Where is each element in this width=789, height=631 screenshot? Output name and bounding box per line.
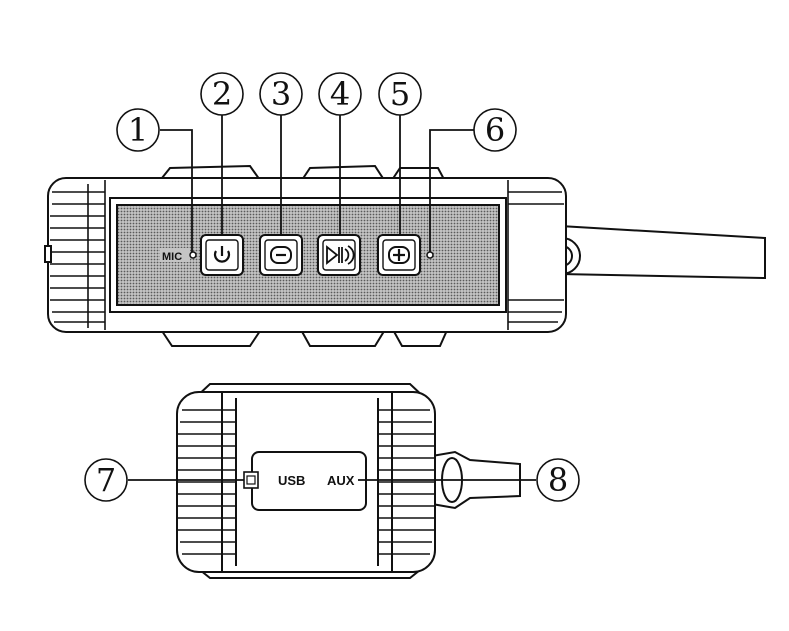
callout-2: 2 [201, 73, 243, 115]
mic-hole [190, 252, 196, 258]
svg-text:3: 3 [271, 75, 291, 113]
svg-text:8: 8 [548, 461, 568, 499]
svg-text:5: 5 [390, 75, 410, 113]
usb-label: USB [278, 473, 305, 488]
svg-text:6: 6 [485, 111, 505, 149]
volume-down-button[interactable] [260, 235, 302, 275]
play-pause-button[interactable] [318, 235, 360, 275]
plus-icon [389, 247, 409, 263]
callout-5: 5 [379, 73, 421, 115]
callout-8: 8 [537, 459, 579, 501]
callout-4: 4 [319, 73, 361, 115]
indicator-light [427, 252, 433, 258]
callout-1: 1 [117, 109, 159, 151]
callout-3: 3 [260, 73, 302, 115]
usb-port[interactable] [244, 472, 258, 488]
minus-icon [271, 247, 291, 263]
svg-text:4: 4 [330, 75, 350, 113]
volume-up-button[interactable] [378, 235, 420, 275]
svg-text:2: 2 [212, 75, 232, 113]
mic-label: MIC [162, 251, 182, 263]
power-button[interactable] [201, 235, 243, 275]
callout-6: 6 [474, 109, 516, 151]
aux-label: AUX [327, 473, 355, 488]
svg-text:1: 1 [128, 111, 148, 149]
svg-text:7: 7 [96, 461, 116, 499]
callout-7: 7 [85, 459, 127, 501]
